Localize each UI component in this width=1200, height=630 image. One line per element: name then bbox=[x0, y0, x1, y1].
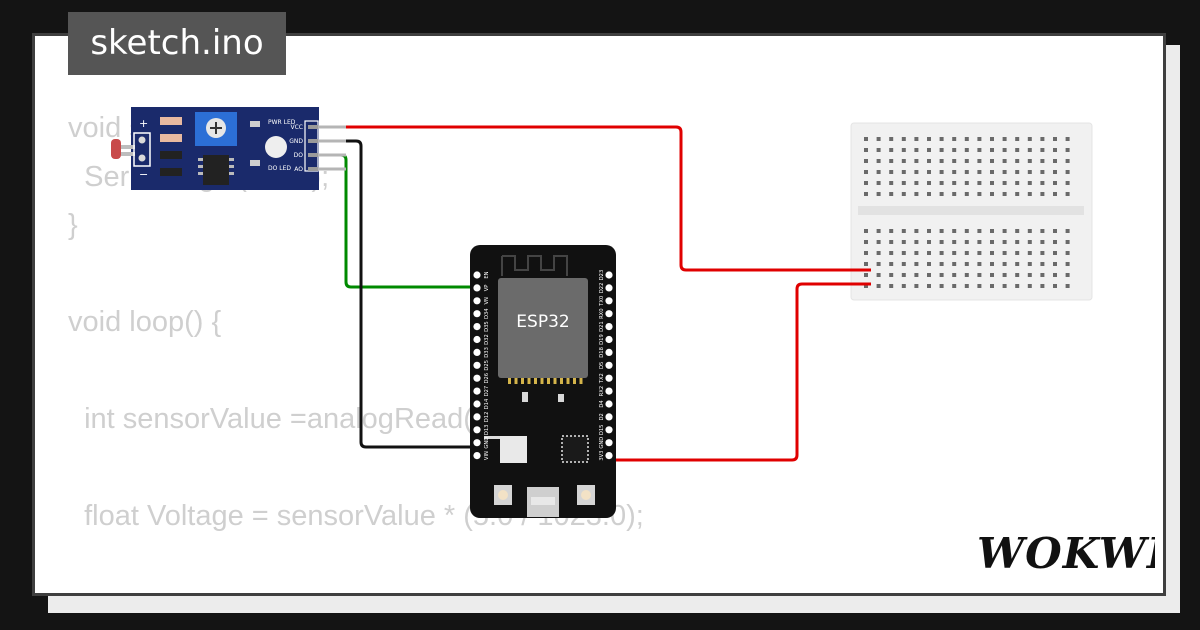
en-button[interactable] bbox=[494, 485, 512, 505]
wire-3v3-red[interactable] bbox=[610, 282, 871, 462]
esp32-pin-label: D21 bbox=[599, 321, 605, 332]
esp32-pin-label: D32 bbox=[484, 334, 490, 345]
code-line: void loop() { bbox=[68, 306, 222, 338]
esp32-pin-label: D33 bbox=[484, 347, 490, 358]
ldr-pin-label: DO bbox=[294, 152, 304, 159]
esp32-pin-label: EN bbox=[484, 271, 490, 278]
wire-gnd-black[interactable] bbox=[318, 139, 477, 449]
esp32-pin-label: D27 bbox=[484, 386, 490, 397]
esp32-pin-label: D23 bbox=[599, 270, 605, 281]
frame-shadow-bottom bbox=[48, 596, 1180, 613]
esp32-pin-label: D18 bbox=[599, 347, 605, 358]
esp32-pin-label: D4 bbox=[599, 400, 605, 408]
wire-ao-green[interactable] bbox=[318, 153, 477, 289]
esp32-pin-label: D12 bbox=[484, 412, 490, 423]
esp32-label: ESP32 bbox=[516, 312, 569, 332]
frame-shadow-right bbox=[1166, 45, 1180, 613]
code-line: } bbox=[68, 209, 78, 241]
esp32-pin-label: D15 bbox=[599, 424, 605, 435]
svg-text:+: + bbox=[139, 117, 148, 130]
usb-port-icon bbox=[527, 487, 559, 517]
ldr-photoresistor-icon bbox=[111, 132, 151, 167]
breadboard-holes bbox=[864, 137, 1070, 288]
esp32-pin-label: D19 bbox=[599, 334, 605, 345]
esp32-board[interactable]: ESP32 ENVPVND34D35D32D33D25D26D27D14D12D… bbox=[470, 245, 616, 518]
esp32-pin-label: D35 bbox=[484, 321, 490, 332]
file-tab-title[interactable]: sketch.ino bbox=[68, 12, 286, 75]
svg-text:−: − bbox=[139, 168, 148, 181]
esp32-pin-label: D2 bbox=[599, 413, 605, 420]
esp32-pin-label: GND bbox=[484, 437, 490, 449]
ldr-pin-label: AO bbox=[294, 166, 303, 173]
esp32-pin-label: VN bbox=[484, 297, 490, 305]
esp32-pin-label: 3V3 bbox=[599, 451, 605, 461]
potentiometer-icon[interactable] bbox=[195, 112, 237, 146]
pwr-led-label: PWR LED bbox=[268, 119, 296, 126]
esp32-pin-label: D14 bbox=[484, 398, 490, 409]
esp32-pin-label: D22 bbox=[599, 283, 605, 294]
wokwi-logo: WOKWI bbox=[975, 524, 1167, 582]
esp32-pin-label: TX2 bbox=[599, 373, 605, 384]
esp32-pin-label: D5 bbox=[599, 362, 605, 369]
esp32-pin-label: D26 bbox=[484, 373, 490, 384]
esp32-pin-label: TX0 bbox=[599, 296, 605, 307]
esp32-pin-label: D25 bbox=[484, 360, 490, 371]
svg-text:WOKWI: WOKWI bbox=[977, 529, 1155, 578]
esp32-pin-label: RX2 bbox=[599, 386, 605, 396]
esp32-pin-label: RX0 bbox=[599, 308, 605, 318]
esp32-pin-label: VP bbox=[484, 285, 490, 292]
ldr-pin-label: VCC bbox=[291, 124, 303, 131]
esp32-pin-label: D34 bbox=[484, 308, 490, 319]
do-led-label: DO LED bbox=[268, 165, 291, 172]
wire-vcc-red[interactable] bbox=[318, 125, 871, 272]
breadboard[interactable] bbox=[850, 122, 1093, 301]
wokwi-logo-icon: WOKWI bbox=[977, 529, 1167, 578]
esp32-pin-label: GND bbox=[599, 437, 605, 449]
esp32-pin-label: VIN bbox=[484, 451, 490, 460]
esp32-pin-label: D13 bbox=[484, 424, 490, 435]
boot-button[interactable] bbox=[577, 485, 595, 505]
ldr-sensor-module[interactable]: + − PWR LED DO LED VCC GND DO AO bbox=[111, 107, 346, 190]
ldr-pin-label: GND bbox=[289, 138, 303, 145]
